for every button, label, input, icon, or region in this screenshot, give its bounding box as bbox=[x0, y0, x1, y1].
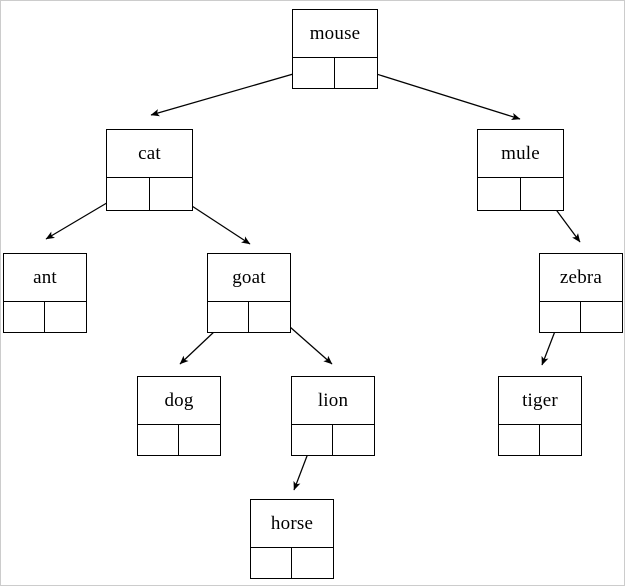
tree-node-mouse[interactable]: mouse bbox=[292, 9, 378, 89]
right-pointer-cell-goat[interactable] bbox=[249, 302, 290, 332]
edge-mouse-left-to-cat bbox=[150, 67, 315, 117]
left-pointer-cell-dog[interactable] bbox=[138, 425, 179, 455]
left-pointer-cell-mouse[interactable] bbox=[293, 58, 335, 88]
node-pointers-ant bbox=[4, 302, 86, 332]
tree-node-lion[interactable]: lion bbox=[291, 376, 375, 456]
node-label-horse: horse bbox=[251, 500, 333, 548]
tree-node-ant[interactable]: ant bbox=[3, 253, 87, 333]
node-label-goat: goat bbox=[208, 254, 290, 302]
node-label-mouse: mouse bbox=[293, 10, 377, 58]
tree-node-tiger[interactable]: tiger bbox=[498, 376, 582, 456]
edge-mouse-right-to-mule bbox=[353, 66, 521, 121]
right-pointer-cell-mule[interactable] bbox=[521, 178, 564, 210]
left-pointer-cell-horse[interactable] bbox=[251, 548, 292, 578]
right-pointer-cell-ant[interactable] bbox=[45, 302, 86, 332]
left-pointer-cell-mule[interactable] bbox=[478, 178, 521, 210]
tree-node-cat[interactable]: cat bbox=[106, 129, 193, 211]
right-pointer-cell-lion[interactable] bbox=[333, 425, 374, 455]
left-pointer-cell-ant[interactable] bbox=[4, 302, 45, 332]
tree-node-mule[interactable]: mule bbox=[477, 129, 564, 211]
node-pointers-horse bbox=[251, 548, 333, 578]
tree-node-dog[interactable]: dog bbox=[137, 376, 221, 456]
node-label-lion: lion bbox=[292, 377, 374, 425]
node-pointers-mouse bbox=[293, 58, 377, 88]
node-label-dog: dog bbox=[138, 377, 220, 425]
right-pointer-cell-cat[interactable] bbox=[150, 178, 193, 210]
left-pointer-cell-zebra[interactable] bbox=[540, 302, 581, 332]
right-pointer-cell-zebra[interactable] bbox=[581, 302, 622, 332]
node-label-tiger: tiger bbox=[499, 377, 581, 425]
node-pointers-mule bbox=[478, 178, 563, 210]
left-pointer-cell-tiger[interactable] bbox=[499, 425, 540, 455]
tree-node-zebra[interactable]: zebra bbox=[539, 253, 623, 333]
node-pointers-goat bbox=[208, 302, 290, 332]
tree-node-horse[interactable]: horse bbox=[250, 499, 334, 579]
left-pointer-cell-cat[interactable] bbox=[107, 178, 150, 210]
node-pointers-lion bbox=[292, 425, 374, 455]
right-pointer-cell-dog[interactable] bbox=[179, 425, 220, 455]
right-pointer-cell-horse[interactable] bbox=[292, 548, 333, 578]
left-pointer-cell-goat[interactable] bbox=[208, 302, 249, 332]
node-label-zebra: zebra bbox=[540, 254, 622, 302]
node-label-ant: ant bbox=[4, 254, 86, 302]
right-pointer-cell-tiger[interactable] bbox=[540, 425, 581, 455]
right-pointer-cell-mouse[interactable] bbox=[335, 58, 377, 88]
tree-node-goat[interactable]: goat bbox=[207, 253, 291, 333]
node-pointers-zebra bbox=[540, 302, 622, 332]
left-pointer-cell-lion[interactable] bbox=[292, 425, 333, 455]
node-pointers-tiger bbox=[499, 425, 581, 455]
node-pointers-dog bbox=[138, 425, 220, 455]
node-label-cat: cat bbox=[107, 130, 192, 178]
node-label-mule: mule bbox=[478, 130, 563, 178]
node-pointers-cat bbox=[107, 178, 192, 210]
